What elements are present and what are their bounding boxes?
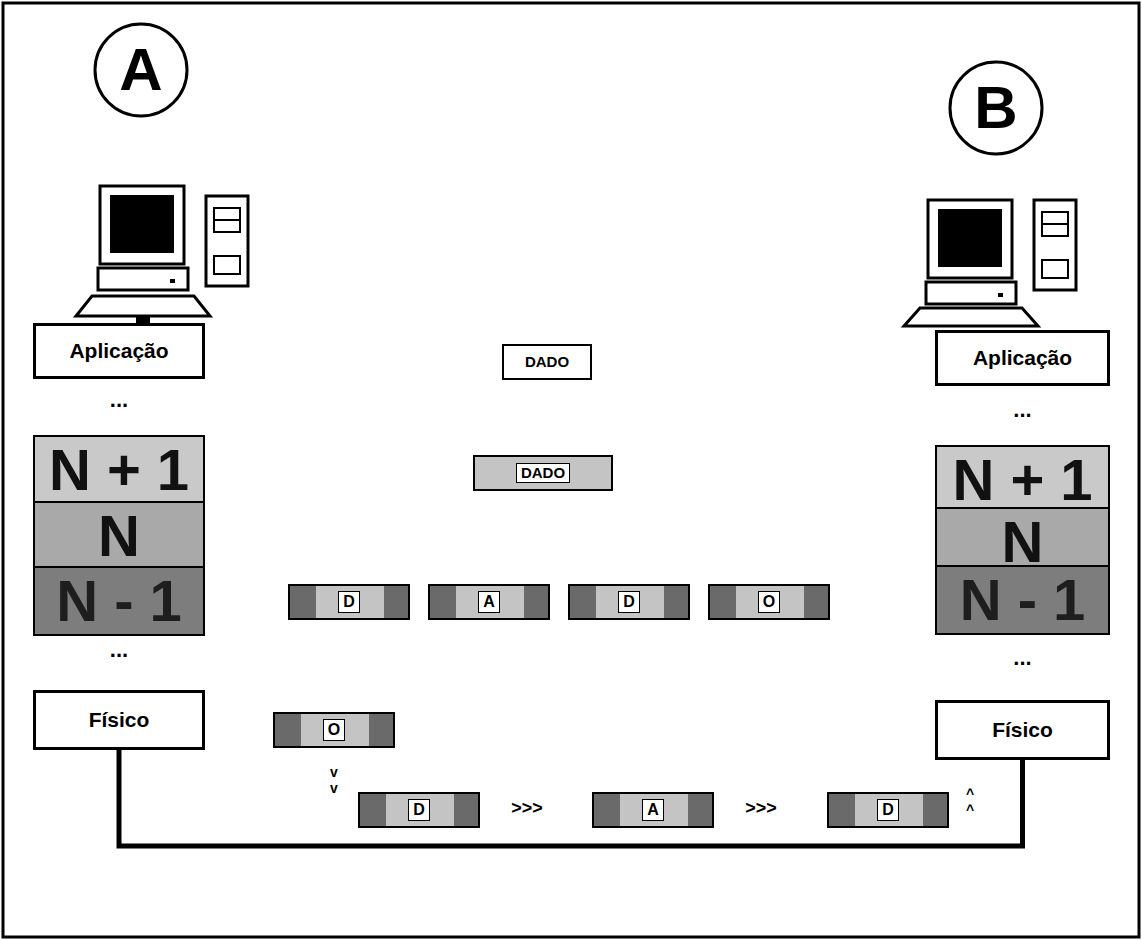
packet: D — [827, 792, 949, 828]
node-text: N + 1 — [952, 448, 1092, 512]
monitor — [100, 186, 184, 264]
host-circle: B — [948, 60, 1044, 156]
node-text: N — [98, 504, 140, 568]
packet: A — [428, 584, 550, 620]
flow-mark: ^ — [958, 802, 982, 818]
circle-shape — [95, 24, 187, 116]
keyboard — [904, 308, 1038, 326]
packet-payload: D — [618, 591, 640, 613]
ellipsis-mark: ... — [33, 638, 205, 662]
ellipsis-mark: ... — [935, 646, 1110, 670]
packet-payload: D — [877, 799, 899, 821]
drive-bay — [1042, 212, 1068, 236]
desktop-case — [98, 268, 188, 290]
data-box: DADO — [502, 344, 592, 380]
drive-line — [1042, 223, 1068, 225]
computer-a — [76, 186, 248, 324]
drive-bay — [214, 208, 240, 232]
flow-mark: >>> — [726, 798, 796, 818]
packet-payload: O — [758, 591, 780, 613]
drive-slot — [170, 279, 175, 283]
packet: D — [288, 584, 410, 620]
encapsulated-packet: DADO — [473, 455, 613, 491]
flow-mark: >>> — [492, 798, 562, 818]
keyboard — [76, 296, 210, 316]
drive-line — [214, 219, 240, 221]
layer-box: Físico — [33, 690, 205, 750]
layer-band: N - 1 — [33, 566, 205, 636]
screen — [110, 195, 174, 253]
node-text: B — [974, 75, 1017, 141]
packet-payload: D — [408, 799, 430, 821]
layer-band: N + 1 — [33, 435, 205, 505]
packet: D — [568, 584, 690, 620]
node-text: N - 1 — [960, 568, 1086, 632]
layer-band: N + 1 — [935, 445, 1110, 515]
tower — [1034, 200, 1076, 290]
desktop-case — [926, 282, 1016, 304]
ellipsis-mark: ... — [935, 398, 1110, 422]
screen — [938, 209, 1002, 267]
packet: O — [708, 584, 830, 620]
frame-border — [3, 3, 1139, 937]
layer-band: N - 1 — [935, 565, 1110, 635]
node-text: N + 1 — [49, 438, 189, 502]
host-circle: A — [93, 22, 189, 118]
packet-payload: A — [478, 591, 500, 613]
drive-bay — [1042, 260, 1068, 278]
monitor — [928, 200, 1012, 278]
node-text: Aplicação — [973, 346, 1072, 369]
circle-shape — [950, 62, 1042, 154]
drive-bay — [214, 256, 240, 274]
packet: A — [592, 792, 714, 828]
packet: D — [358, 792, 480, 828]
flow-mark: ^ — [958, 786, 982, 802]
network-wire — [119, 750, 1023, 846]
ellipsis-mark: ... — [33, 388, 205, 412]
packet: O — [273, 712, 395, 748]
flow-mark: v — [322, 780, 346, 796]
layer-box: Aplicação — [935, 330, 1110, 386]
layer-band: N — [33, 501, 205, 571]
computer-b — [904, 200, 1076, 326]
node-text: Aplicação — [69, 339, 168, 362]
flow-mark: v — [322, 764, 346, 780]
packet-payload: DADO — [516, 463, 570, 484]
tower — [206, 196, 248, 286]
packet-payload: D — [338, 591, 360, 613]
layer-box: Aplicação — [33, 323, 205, 379]
node-text: Físico — [89, 708, 150, 731]
node-text: A — [119, 37, 162, 103]
drive-slot — [998, 293, 1003, 297]
packet-payload: O — [323, 719, 345, 741]
node-text: DADO — [525, 354, 569, 371]
packet-payload: A — [642, 799, 664, 821]
node-text: Físico — [992, 718, 1053, 741]
layer-box: Físico — [935, 700, 1110, 760]
node-text: N - 1 — [56, 569, 182, 633]
